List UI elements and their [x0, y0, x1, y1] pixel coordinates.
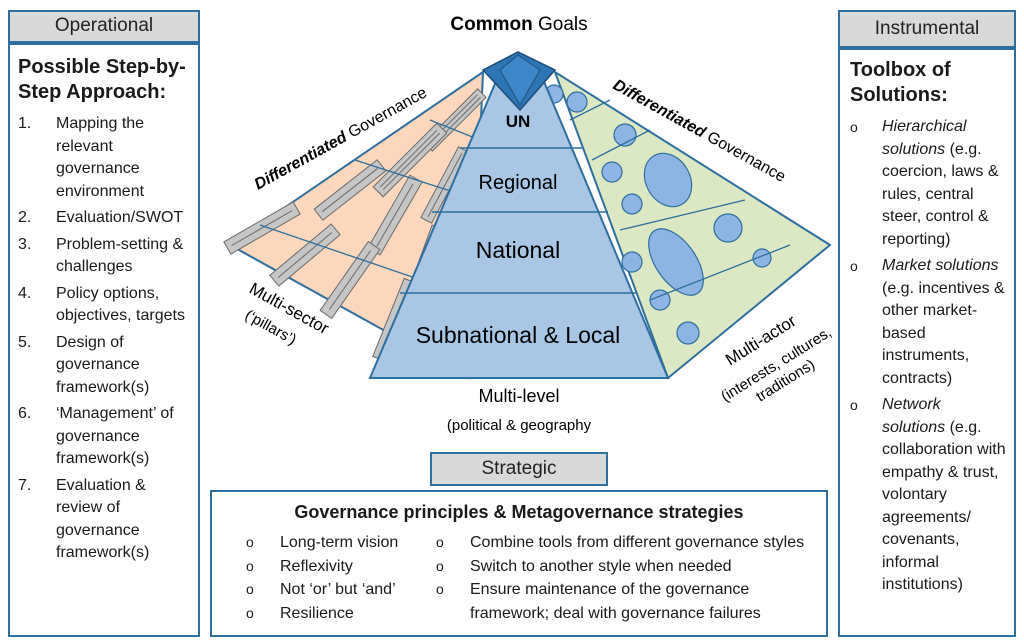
- multi-level-label: Multi-level: [478, 386, 559, 406]
- right-face: [553, 69, 832, 380]
- actor-ovals: [544, 84, 772, 345]
- step-item: 3.Problem-setting & challenges: [18, 235, 184, 276]
- step-item: 6.‘Management’ of governance framework(s…: [18, 405, 174, 467]
- operational-panel: Possible Step-by-Step Approach: 1.Mappin…: [8, 43, 200, 637]
- level-un: UN: [506, 112, 531, 131]
- step-item: 2.Evaluation/SWOT: [18, 209, 184, 226]
- operational-tab: Operational: [8, 10, 200, 43]
- step-item: 4.Policy options, objectives, targets: [18, 284, 185, 325]
- instrumental-tab: Instrumental: [838, 10, 1016, 48]
- political-label: (political & geography: [447, 417, 592, 434]
- step-item: 7.Evaluation & review of governance fram…: [18, 476, 150, 562]
- step-item: 5.Design of governance framework(s): [18, 333, 150, 396]
- strategy-item: framework; deal with governance failures: [470, 604, 761, 622]
- level-regional: Regional: [479, 172, 558, 194]
- operational-heading: Possible Step-by-Step Approach:: [18, 56, 186, 103]
- steps-list: 1.Mapping the relevant governance enviro…: [18, 113, 192, 565]
- common-goals-title: Common Goals: [450, 14, 587, 35]
- level-national: National: [476, 237, 560, 263]
- strategic-tab: Strategic: [430, 452, 608, 486]
- level-subnational: Subnational & Local: [416, 322, 621, 348]
- actor-dividers: [569, 99, 791, 301]
- instrumental-heading: Toolbox of Solutions:: [850, 59, 951, 106]
- strategic-heading: Governance principles & Metagovernance s…: [294, 502, 744, 522]
- strategic-panel: Governance principles & Metagovernance s…: [210, 490, 828, 637]
- step-item: 1.Mapping the relevant governance enviro…: [18, 115, 145, 200]
